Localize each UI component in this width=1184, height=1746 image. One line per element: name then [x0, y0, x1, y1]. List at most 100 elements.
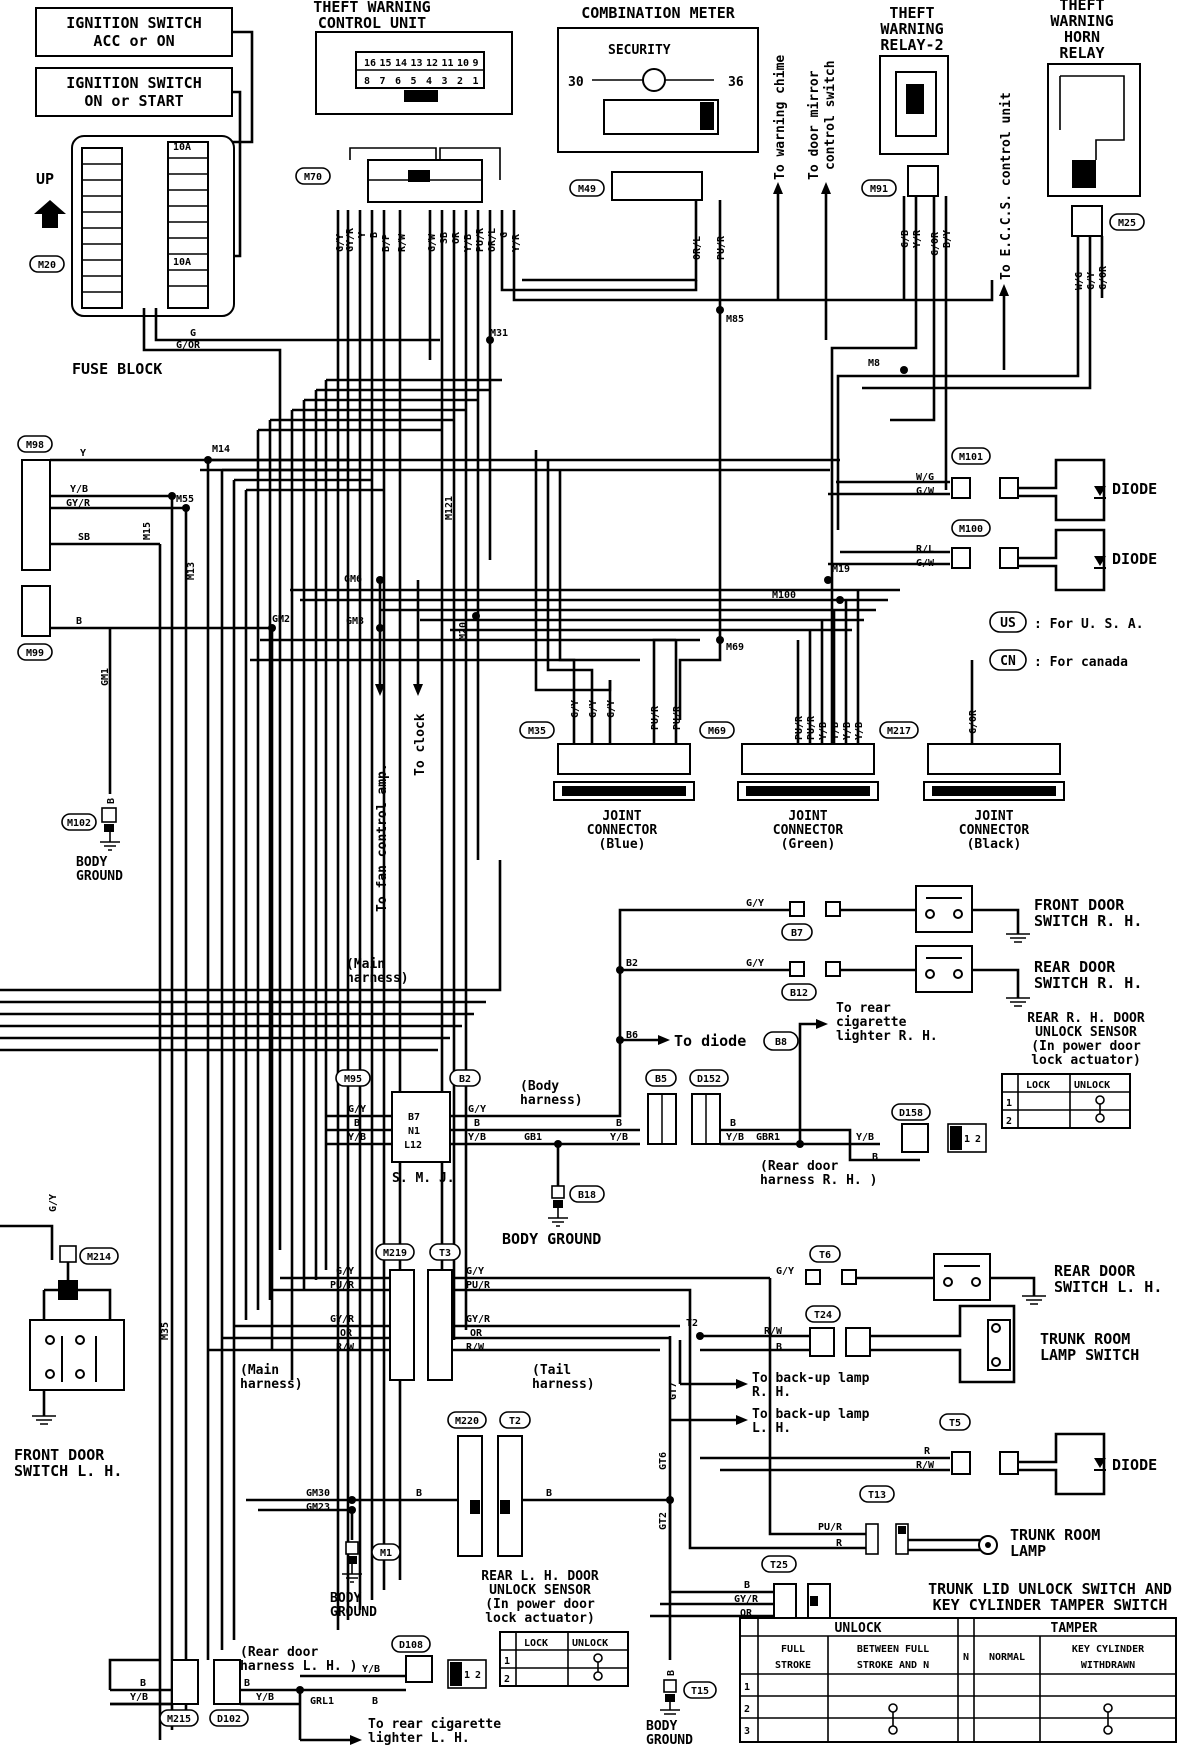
svg-text:UNLOCK: UNLOCK [572, 1638, 608, 1649]
svg-text:Y/B: Y/B [348, 1132, 366, 1143]
svg-text:1: 1 [464, 1670, 470, 1681]
connector-M91-tag: M91 [861, 179, 897, 197]
connector-M219: M219 [375, 1243, 415, 1381]
svg-text:G/Y: G/Y [336, 1266, 354, 1277]
svg-text:M98: M98 [26, 440, 44, 451]
svg-text:M49: M49 [578, 184, 596, 195]
joint-connector-blue: M35 G/Y G/Y G/Y PU/R PU/R JOINT CONNECTO… [519, 640, 695, 852]
svg-text:Y/B: Y/B [830, 722, 841, 740]
ground-icon [100, 807, 120, 851]
svg-text:B5: B5 [655, 1074, 667, 1085]
svg-text:To clock: To clock [413, 713, 428, 776]
svg-text:(Green): (Green) [781, 837, 836, 852]
svg-text:JOINT: JOINT [974, 809, 1013, 824]
pin-30-label: 30 [568, 75, 584, 90]
svg-text:WARNING: WARNING [1050, 12, 1113, 30]
unit-pin-number: 5 [411, 76, 417, 87]
svg-text:GROUND: GROUND [330, 1605, 377, 1620]
unit-wire-labels: G/Y GY/R Y B B/P R/W G/W SB OR Y/B PU/R … [335, 227, 522, 252]
svg-text:To door mirror: To door mirror [807, 70, 822, 180]
svg-text:B7: B7 [408, 1112, 420, 1123]
svg-text:SB: SB [78, 532, 90, 543]
pin-36-label: 36 [728, 75, 744, 90]
connector-B12-tag: B12 [781, 983, 817, 1001]
svg-text:HORN: HORN [1064, 28, 1100, 46]
svg-text:Y/B: Y/B [70, 484, 88, 495]
svg-text:GRL1: GRL1 [310, 1696, 334, 1707]
svg-text:CONNECTOR: CONNECTOR [959, 823, 1030, 838]
unit-pin-number: 12 [426, 58, 438, 69]
svg-text:1: 1 [744, 1682, 750, 1693]
svg-text:CONNECTOR: CONNECTOR [587, 823, 658, 838]
svg-text:RELAY: RELAY [1059, 44, 1104, 62]
joint-connector-green: M69 PU/R PU/R Y/B Y/B Y/B Y/B JOINT CONN… [699, 590, 879, 852]
svg-text:OR: OR [451, 231, 462, 244]
svg-text:B18: B18 [578, 1190, 596, 1201]
unit-pin-number: 8 [364, 76, 370, 87]
ground-T15-icon [660, 1679, 680, 1715]
svg-text:B6: B6 [626, 1030, 638, 1041]
svg-text:harness L. H. ): harness L. H. ) [240, 1659, 357, 1674]
svg-text:D158: D158 [899, 1108, 923, 1119]
to-rear-cigarette-rh: To rear cigarette lighter R. H. [816, 1001, 938, 1044]
svg-text:Y/R: Y/R [511, 233, 522, 252]
connector-D158: D158 [891, 1103, 931, 1153]
unit-pin-number: 4 [426, 76, 432, 87]
legend-cn: CN : For canada [989, 649, 1128, 671]
svg-text:B: B [730, 1118, 736, 1129]
wire-G: G [190, 328, 196, 339]
ground-M1-icon [342, 1541, 362, 1583]
svg-text:SWITCH R. H.: SWITCH R. H. [1034, 974, 1142, 992]
svg-text:Y/B: Y/B [726, 1132, 744, 1143]
svg-text:(Blue): (Blue) [599, 837, 646, 852]
svg-text:G/OR: G/OR [930, 231, 941, 256]
svg-text:PU/R: PU/R [475, 227, 486, 252]
junction-M8: M8 [868, 358, 880, 369]
svg-text:REAR R. H. DOOR: REAR R. H. DOOR [1027, 1011, 1145, 1026]
comb-meter-title: COMBINATION METER [581, 4, 735, 22]
svg-text:B/P: B/P [381, 234, 392, 252]
svg-text:LAMP: LAMP [1010, 1542, 1046, 1560]
svg-text:TRUNK LID UNLOCK SWITCH AND: TRUNK LID UNLOCK SWITCH AND [928, 1580, 1172, 1598]
ign-on-line2: ON or START [84, 92, 183, 110]
svg-text:M100: M100 [772, 590, 796, 601]
svg-text:(Tail: (Tail [532, 1363, 571, 1378]
body-ground-1-line1: BODY [76, 855, 107, 870]
svg-text:N1: N1 [408, 1126, 420, 1137]
svg-text:T13: T13 [868, 1490, 886, 1501]
svg-text:GM2: GM2 [272, 614, 290, 625]
up-arrow-icon: UP [34, 170, 66, 228]
svg-text:B: B [369, 232, 380, 238]
svg-text:G/W: G/W [916, 558, 935, 569]
connector-D152: D152 [689, 1069, 729, 1145]
svg-text:M1: M1 [380, 1548, 392, 1559]
ign-acc-line1: IGNITION SWITCH [66, 14, 201, 32]
svg-text:G/Y: G/Y [1086, 272, 1097, 290]
svg-text:M91: M91 [870, 184, 888, 195]
svg-text:lock actuator): lock actuator) [1031, 1053, 1141, 1068]
svg-text:To fan control amp.: To fan control amp. [375, 763, 390, 912]
svg-text:GROUND: GROUND [646, 1733, 693, 1746]
svg-text:G: G [499, 232, 510, 238]
svg-text:B: B [76, 616, 82, 627]
svg-text:B8: B8 [775, 1037, 787, 1048]
connector-M49 [611, 171, 703, 201]
connector-M220: M220 [447, 1411, 487, 1557]
svg-text:PU/R: PU/R [818, 1522, 843, 1533]
svg-text:SB: SB [439, 232, 450, 244]
unit-pin-number: 11 [442, 58, 454, 69]
svg-text:M99: M99 [26, 648, 44, 659]
svg-text:FRONT DOOR: FRONT DOOR [1034, 896, 1125, 914]
svg-text:G/Y: G/Y [48, 1194, 59, 1212]
theft-warning-relay-2: THEFT WARNING RELAY-2 [879, 4, 949, 155]
connector-B5: B5 [645, 1069, 677, 1145]
svg-text:DIODE: DIODE [1112, 480, 1157, 498]
svg-text:M219: M219 [383, 1248, 407, 1259]
to-backup-lamp-rh: To back-up lamp R. H. [680, 1371, 870, 1400]
svg-text:B/Y: B/Y [942, 230, 953, 248]
svg-text:T25: T25 [770, 1560, 788, 1571]
svg-text:1: 1 [1006, 1098, 1012, 1109]
connector-M91 [907, 165, 939, 197]
ignition-switch-acc: IGNITION SWITCH ACC or ON [35, 7, 233, 57]
